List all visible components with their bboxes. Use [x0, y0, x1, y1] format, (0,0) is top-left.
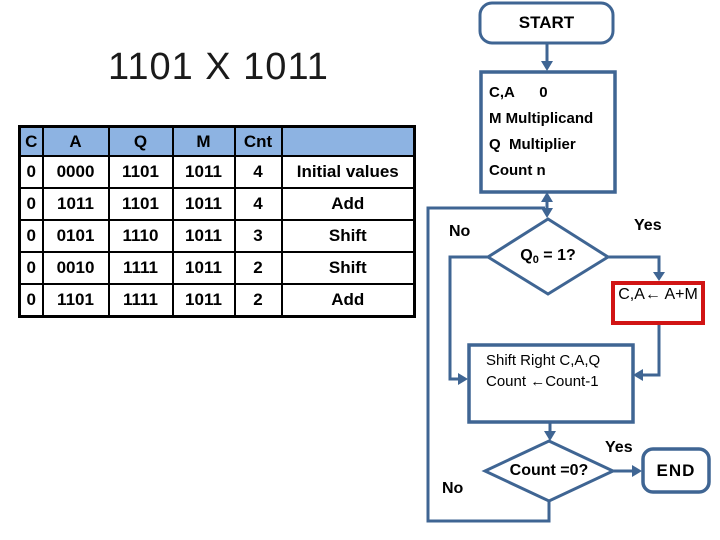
- start-terminator-shape: [478, 1, 615, 45]
- q0-yes-label: Yes: [634, 217, 662, 234]
- connector-add-to-shift: [641, 323, 661, 377]
- q0-rest: = 1?: [538, 247, 576, 264]
- q0-no-label: No: [449, 223, 471, 240]
- table-row: 0 1011 1101 1011 4 Add: [18, 187, 416, 221]
- table-cell: Add: [280, 187, 416, 221]
- table-cell: 1011: [171, 155, 236, 189]
- table-cell: 1101: [41, 283, 110, 318]
- arrowhead-right-into-shift-box: [458, 373, 468, 385]
- count-no-label: No: [442, 480, 464, 497]
- arrowhead-down-into-count: [544, 431, 556, 441]
- shift-line-2: Count ←Count-1: [486, 373, 599, 390]
- start-label: START: [518, 13, 575, 32]
- table-cell: Add: [280, 283, 416, 318]
- table-cell: 0: [18, 283, 44, 318]
- multiplication-steps-table: C A Q M Cnt 0 0000 1101 1011 4 Initial v…: [18, 125, 416, 318]
- table-header-row: C A Q M Cnt: [18, 125, 416, 157]
- page-title: 1101 X 1011: [108, 46, 329, 88]
- add-box-label: C,A← A+M: [618, 286, 698, 303]
- table-cell: 4: [233, 155, 283, 189]
- connector-loop-back: [426, 206, 551, 523]
- arrowhead-down-into-add-box: [653, 272, 665, 281]
- table-cell: 1111: [107, 283, 174, 318]
- table-cell: 1011: [171, 251, 236, 285]
- init-line-count: Count n: [489, 162, 546, 179]
- init-process-shape: [479, 70, 617, 194]
- q0-decision-shape: [485, 217, 611, 296]
- shift-process-shape: [467, 343, 635, 424]
- count-decision-shape: [481, 439, 617, 503]
- table-cell: Shift: [280, 251, 416, 285]
- arrowhead-up-into-init-bottom: [541, 192, 553, 202]
- table-cell: 1011: [171, 219, 236, 253]
- table-row: 0 0010 1111 1011 2 Shift: [18, 251, 416, 285]
- table-cell: Shift: [280, 219, 416, 253]
- add-process-shape: [611, 281, 705, 325]
- table-row: 0 0101 1110 1011 3 Shift: [18, 219, 416, 253]
- arrowhead-down-into-init: [541, 61, 553, 71]
- table-header-cell: M: [171, 125, 236, 157]
- arrowhead-right-into-end: [632, 465, 642, 477]
- table-cell: 1110: [107, 219, 174, 253]
- table-row: 0 1101 1111 1011 2 Add: [18, 283, 416, 318]
- arrowhead-down-into-q0: [541, 208, 553, 218]
- end-terminator-shape: [641, 447, 711, 494]
- count-decision-label: Count =0?: [509, 462, 589, 479]
- connector-q0-no-to-shift: [448, 255, 488, 381]
- table-cell: 0000: [41, 155, 110, 189]
- table-header-cell: [280, 125, 416, 157]
- table-cell: 0101: [41, 219, 110, 253]
- init-box-text: C,A 0 M Multiplicand Q Multiplier Count …: [489, 80, 593, 184]
- shift-box-text: Shift Right C,A,Q Count ←Count-1: [486, 350, 600, 392]
- table-header-cell: Cnt: [233, 125, 283, 157]
- q0-base: Q: [520, 247, 533, 264]
- table-cell: 4: [233, 187, 283, 221]
- table-cell: 0: [18, 187, 44, 221]
- table-cell: 1011: [41, 187, 110, 221]
- table-row: 0 0000 1101 1011 4 Initial values: [18, 155, 416, 189]
- init-line-ca: C,A 0: [489, 84, 548, 101]
- table-cell: 0: [18, 251, 44, 285]
- table-header-cell: Q: [107, 125, 174, 157]
- arrowhead-left-into-shift-box: [633, 369, 643, 381]
- table-cell: 0: [18, 155, 44, 189]
- table-cell: 0010: [41, 251, 110, 285]
- table-header-cell: C: [18, 125, 44, 157]
- end-label: END: [656, 460, 696, 480]
- table-cell: 1101: [107, 187, 174, 221]
- table-cell: 1101: [107, 155, 174, 189]
- table-cell: 1011: [171, 283, 236, 318]
- table-cell: 3: [233, 219, 283, 253]
- q0-decision-label: Q0 = 1?: [488, 247, 608, 266]
- table-cell: 1011: [171, 187, 236, 221]
- shift-line-1: Shift Right C,A,Q: [486, 352, 601, 369]
- table-cell: Initial values: [280, 155, 416, 189]
- table-header-cell: A: [41, 125, 110, 157]
- count-yes-label: Yes: [605, 439, 633, 456]
- table-cell: 2: [233, 251, 283, 285]
- table-cell: 0: [18, 219, 44, 253]
- table-cell: 2: [233, 283, 283, 318]
- init-line-m: M Multiplicand: [489, 110, 594, 127]
- table-cell: 1111: [107, 251, 174, 285]
- q0-subscript: 0: [532, 254, 539, 266]
- init-line-q: Q Multiplier: [489, 136, 576, 153]
- connector-q0-yes-to-add: [608, 255, 661, 274]
- steps-table: C A Q M Cnt 0 0000 1101 1011 4 Initial v…: [18, 125, 416, 318]
